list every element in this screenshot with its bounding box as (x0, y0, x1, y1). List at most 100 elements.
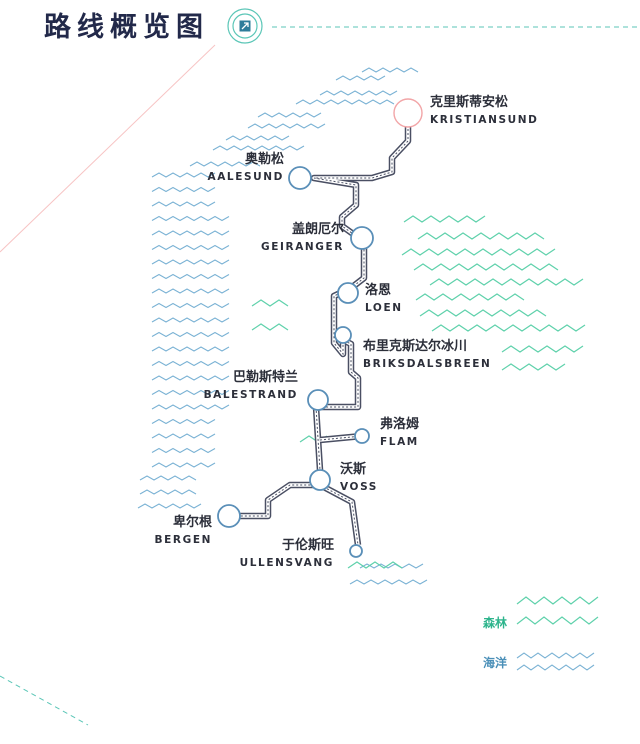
legend-waves (516, 596, 599, 671)
legend-forest-swatch (516, 616, 599, 625)
teal-dashed-line-bottom (0, 675, 89, 726)
ocean-wave (151, 375, 230, 381)
ocean-wave (151, 433, 216, 439)
forest-wave (415, 293, 525, 301)
station-name-en: FLAM (380, 436, 419, 448)
ocean-wave (212, 145, 305, 151)
station-name-en: KRISTIANSUND (430, 114, 538, 126)
station-marker (393, 98, 423, 128)
ocean-wave (139, 489, 197, 495)
ocean-wave (335, 75, 386, 81)
ocean-wave (361, 67, 419, 73)
station-geiranger: 盖朗厄尔 GEIRANGER (261, 221, 374, 253)
ocean-wave (151, 462, 216, 468)
ocean-wave (151, 331, 230, 338)
station-name-en: BERGEN (155, 534, 212, 546)
ocean-wave (359, 563, 424, 569)
ocean-wave (151, 346, 230, 352)
ocean-wave (151, 360, 230, 367)
station-name-cn: 巴勒斯特兰 (233, 369, 298, 385)
ocean-wave (151, 404, 230, 410)
station-name-en: VOSS (340, 481, 378, 493)
ocean-wave (151, 244, 230, 251)
ocean-wave (151, 288, 230, 294)
station-marker (288, 166, 312, 190)
station-name-cn: 洛恩 (365, 282, 391, 298)
legend-forest-label: 森林 (483, 616, 508, 630)
forest-wave (429, 278, 584, 286)
ocean-wave (189, 161, 261, 167)
forest-pattern (251, 215, 586, 569)
station-name-en: BALESTRAND (204, 389, 298, 401)
station-marker (309, 469, 331, 491)
ocean-pattern (137, 67, 428, 585)
station-balestrand: 巴勒斯特兰 BALESTRAND (204, 369, 329, 411)
ocean-wave (151, 389, 230, 396)
ocean-wave (151, 418, 216, 425)
map-badge-icon (227, 8, 263, 44)
station-name-cn: 弗洛姆 (380, 416, 419, 432)
ocean-wave (139, 475, 197, 481)
ocean-wave (151, 172, 216, 178)
ocean-wave (257, 112, 322, 118)
forest-wave (413, 263, 559, 271)
forest-wave (501, 363, 566, 371)
ocean-wave (151, 259, 230, 265)
forest-wave (251, 299, 289, 307)
station-bergen: 卑尔根 BERGEN (155, 504, 241, 546)
station-marker (217, 504, 241, 528)
station-name-cn: 沃斯 (340, 461, 366, 477)
station-name-en: ULLENSVANG (240, 557, 334, 569)
station-name-cn: 奥勒松 (245, 151, 284, 167)
ocean-wave (151, 317, 230, 323)
station-marker (307, 389, 329, 411)
legend-ocean-swatch (516, 664, 595, 671)
station-marker (337, 282, 359, 304)
stations: 克里斯蒂安松 KRISTIANSUND 奥勒松 AALESUND 盖朗厄尔 GEIRANG… (155, 94, 538, 569)
station-marker (349, 544, 363, 558)
pink-decor-line (0, 44, 216, 253)
ocean-wave (151, 273, 230, 280)
station-name-en: AALESUND (207, 171, 284, 183)
ocean-wave (151, 215, 230, 222)
forest-wave (417, 232, 545, 240)
ocean-wave (295, 99, 395, 105)
forest-wave (419, 309, 547, 317)
ocean-wave (349, 579, 428, 585)
forest-wave (501, 345, 584, 353)
station-ullensvang: 于伦斯旺 ULLENSVANG (240, 537, 363, 569)
forest-wave (251, 323, 289, 331)
forest-wave (401, 248, 556, 256)
ocean-wave (151, 201, 216, 207)
legend-ocean-label: 海洋 (483, 656, 508, 670)
station-marker (350, 226, 374, 250)
station-flam: 弗洛姆 FLAM (354, 416, 419, 448)
station-name-cn: 克里斯蒂安松 (430, 94, 508, 110)
station-name-cn: 卑尔根 (173, 514, 213, 530)
forest-wave (431, 324, 586, 332)
ocean-wave (225, 135, 290, 141)
station-voss: 沃斯 VOSS (309, 461, 378, 493)
ocean-wave (247, 123, 326, 129)
forest-wave (347, 561, 403, 569)
ocean-wave (151, 447, 216, 454)
station-aalesund: 奥勒松 AALESUND (207, 151, 312, 190)
station-briksdalsbreen: 布里克斯达尔冰川 BRIKSDALSBREEN (334, 326, 491, 370)
station-marker (334, 326, 352, 344)
station-kristiansund: 克里斯蒂安松 KRISTIANSUND (393, 94, 538, 128)
station-name-en: GEIRANGER (261, 241, 344, 253)
station-name-en: BRIKSDALSBREEN (363, 358, 491, 370)
forest-wave (403, 215, 486, 223)
ocean-wave (151, 186, 216, 193)
legend-forest-swatch (516, 596, 599, 605)
legend-ocean-swatch (516, 652, 595, 659)
ocean-wave (137, 503, 202, 509)
ocean-wave (151, 302, 230, 309)
station-name-cn: 于伦斯旺 (282, 537, 334, 553)
ocean-wave (151, 230, 230, 236)
station-marker (354, 428, 370, 444)
station-name-cn: 盖朗厄尔 (292, 221, 344, 237)
station-name-cn: 布里克斯达尔冰川 (363, 338, 467, 354)
